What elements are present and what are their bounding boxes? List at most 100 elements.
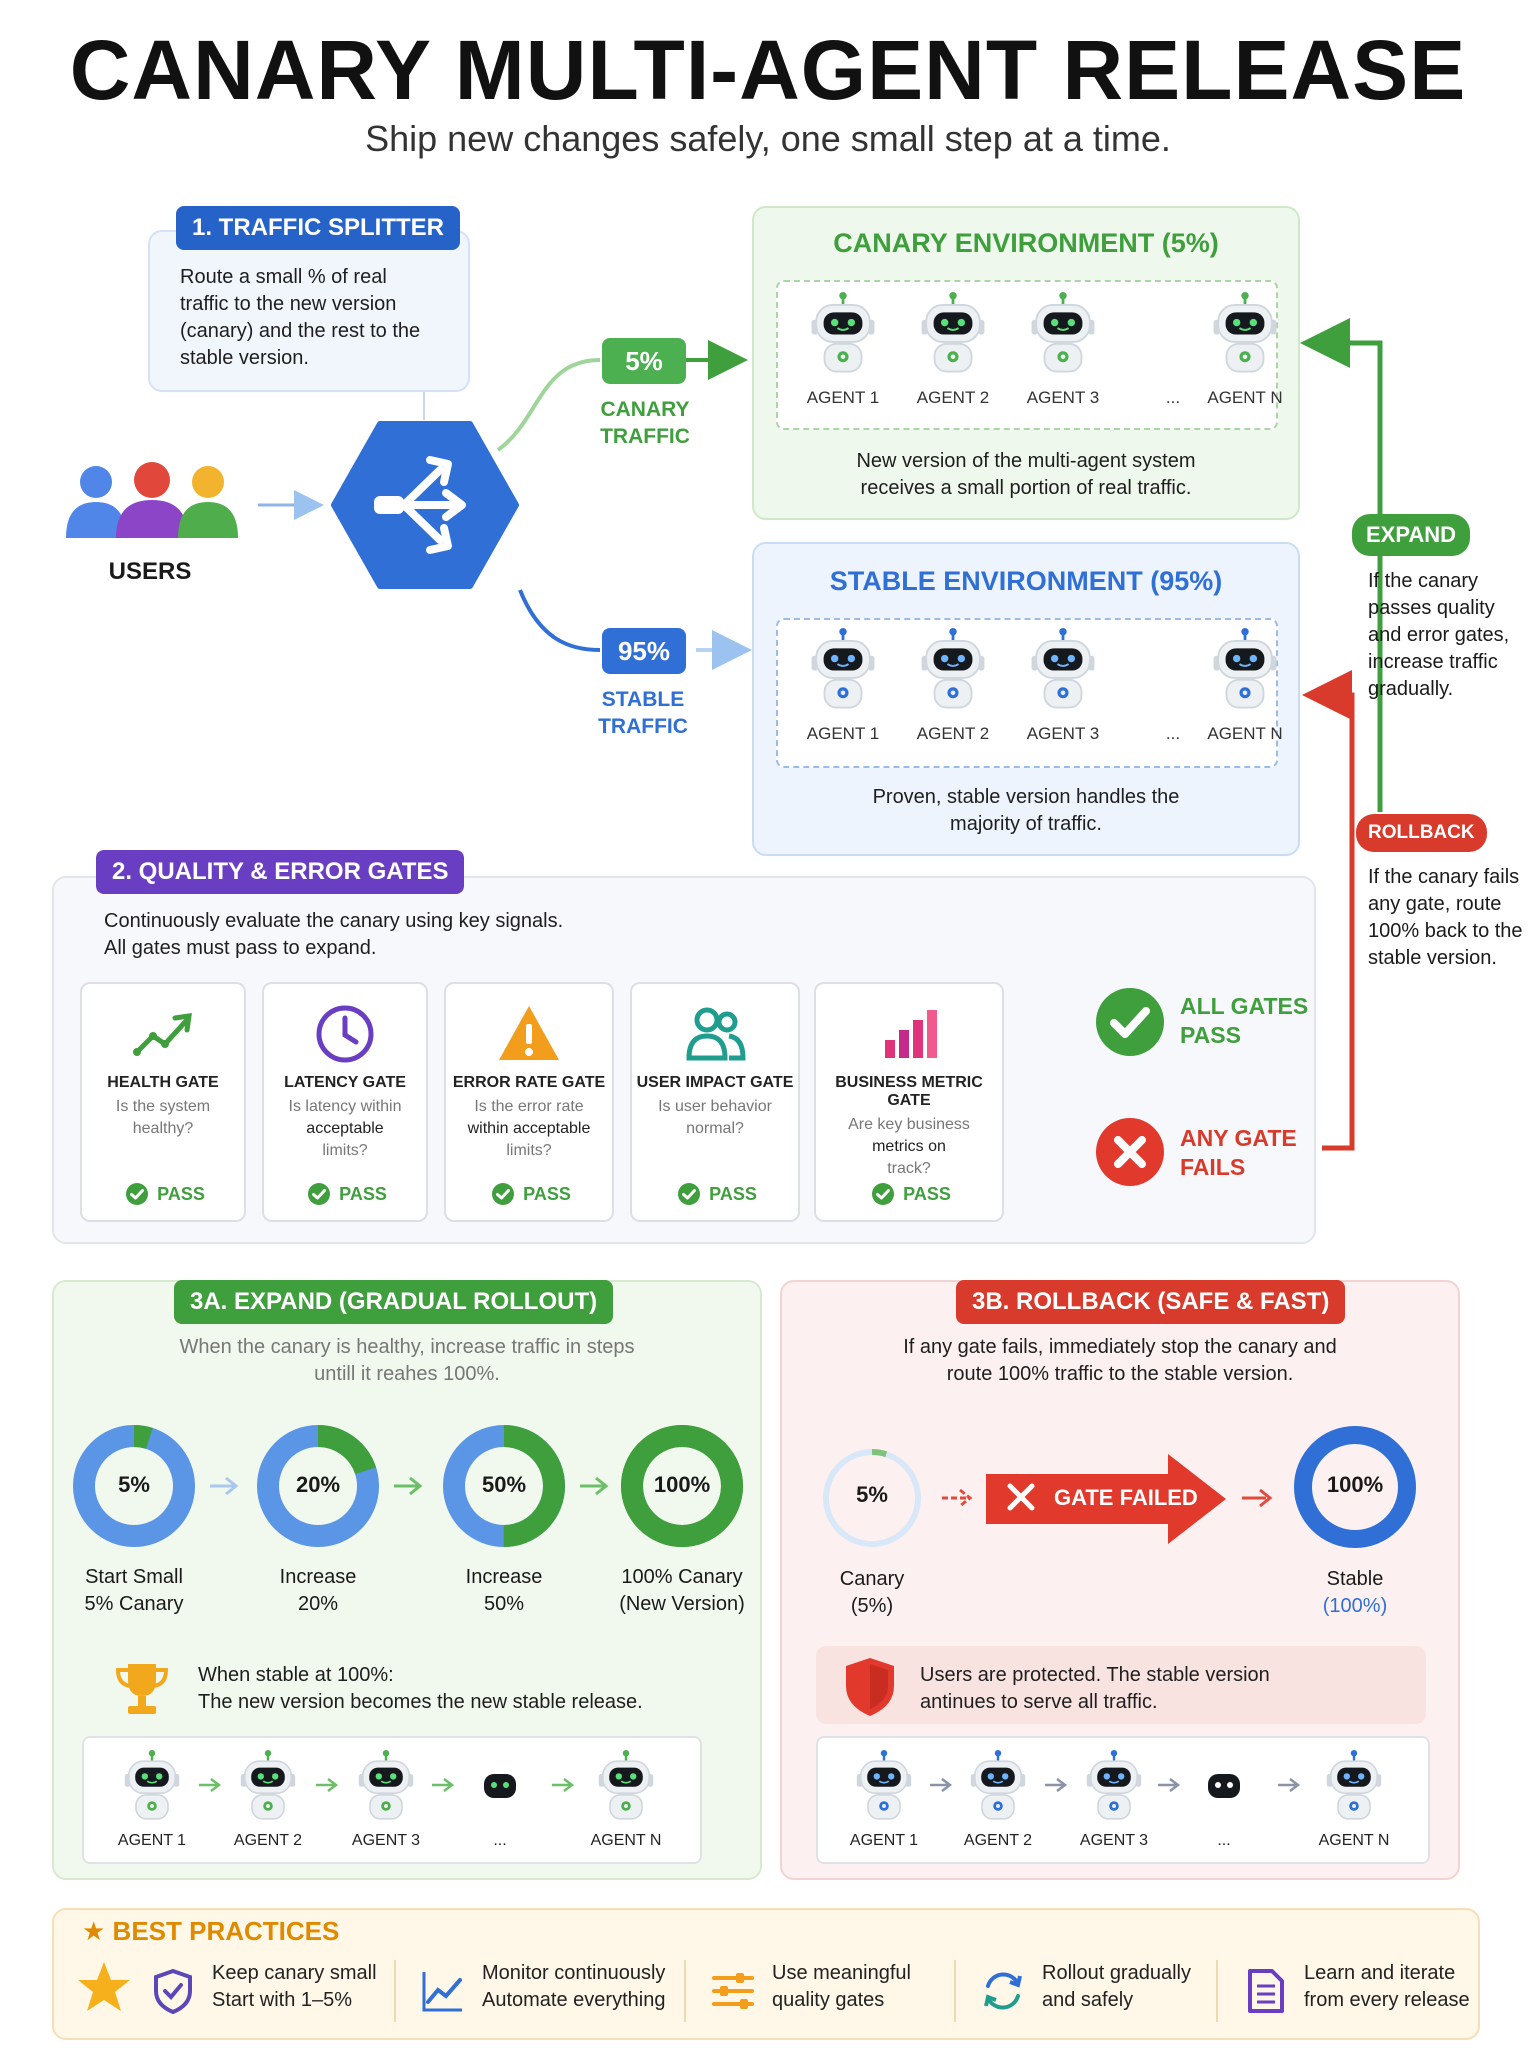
users-icon xyxy=(66,462,238,538)
stable-agent-3-icon xyxy=(1026,628,1100,711)
rollback-tag: ROLLBACK xyxy=(1356,814,1487,852)
gate-status-label: PASS xyxy=(523,1184,571,1204)
rollback-chain-agent-label: ... xyxy=(1217,1832,1231,1849)
all-gates-pass-line1: ALL GATES xyxy=(1180,993,1309,1019)
pass-check-icon xyxy=(491,1182,515,1206)
canary-agent-label: AGENT 2 xyxy=(916,388,990,407)
rollback-to-line2: (100%) xyxy=(1322,1595,1388,1617)
canary-agent-label: AGENT 3 xyxy=(1026,388,1100,407)
stable-percent-badge: 95% xyxy=(602,628,686,674)
rollback-chain-agent-label: AGENT 3 xyxy=(1079,1832,1149,1849)
expand-chain-agent-5-icon xyxy=(594,1750,658,1822)
canary-agent-5-icon xyxy=(1208,292,1282,375)
stable-agent-label: AGENT 1 xyxy=(806,724,880,743)
rollback-chain-agent-1-icon xyxy=(852,1750,916,1822)
expand-description-line1: When the canary is healthy, increase tra… xyxy=(179,1336,635,1358)
canary-environment-description-line1: New version of the multi-agent system xyxy=(856,450,1196,472)
gate-name: BUSINESS METRIC GATE xyxy=(835,1074,983,1109)
trend-up-icon xyxy=(133,1013,192,1056)
gate-question-line1: Is latency within xyxy=(288,1098,402,1115)
stable-environment-title: STABLE ENVIRONMENT (95%) xyxy=(829,566,1223,596)
gates-description: Continuously evaluate the canary using k… xyxy=(104,908,563,962)
best-practice-divider xyxy=(684,1960,686,2022)
expand-chain-ellipsis-robot-icon xyxy=(484,1774,516,1798)
bar-chart-icon xyxy=(885,1010,937,1058)
expand-chain-agent-2-icon xyxy=(236,1750,300,1822)
ring-progress-arc xyxy=(621,1425,743,1547)
expand-note-line2: The new version becomes the new stable r… xyxy=(198,1691,643,1713)
canary-traffic-label: CANARY TRAFFIC xyxy=(580,396,710,450)
canary-agent-2-icon xyxy=(916,292,990,375)
rollback-description-line1: If any gate fails, immediately stop the … xyxy=(903,1336,1337,1358)
clock-icon xyxy=(316,1005,374,1063)
rollout-step-label-line1: 100% Canary xyxy=(621,1566,743,1588)
best-practices-panel xyxy=(52,1908,1480,2040)
expand-rollout-tag: 3A. EXPAND (GRADUAL ROLLOUT) xyxy=(174,1280,614,1324)
users-icon xyxy=(686,1007,746,1061)
rollout-step-ring-1 xyxy=(73,1425,195,1547)
rollback-description-line2: route 100% traffic to the stable version… xyxy=(946,1363,1294,1385)
gate-question-line3: limits? xyxy=(322,1142,368,1159)
any-fail-x-icon xyxy=(1096,1118,1164,1186)
stable-agent-label: AGENT 3 xyxy=(1026,724,1100,743)
expand-chain-agent-label: AGENT 3 xyxy=(351,1832,421,1849)
gate-question-line1: Is the error rate xyxy=(474,1098,584,1115)
rollback-description: If any gate fails, immediately stop the … xyxy=(782,1334,1458,1388)
rollback-note: Users are protected. The stable version … xyxy=(920,1662,1270,1716)
expand-chain-arrow-icon xyxy=(316,1778,339,1792)
line-chart-icon xyxy=(422,1972,462,2012)
expand-description: If the canary passes quality and error g… xyxy=(1368,570,1510,700)
gate-status-label: PASS xyxy=(157,1184,205,1204)
rollout-step-label-line2: 5% Canary xyxy=(84,1593,184,1615)
gate-status-label: PASS xyxy=(339,1184,387,1204)
stable-agent-5-icon xyxy=(1208,628,1282,711)
rollout-step-percent: 100% xyxy=(653,1472,711,1497)
gates-tag: 2. QUALITY & ERROR GATES xyxy=(96,850,465,894)
gate-question-line3: track? xyxy=(887,1160,931,1177)
best-practice-divider xyxy=(954,1960,956,2022)
gate-status: PASS xyxy=(264,1182,430,1206)
rollback-chain-arrow-icon xyxy=(1278,1778,1301,1792)
users-label: USERS xyxy=(108,558,192,585)
expand-chain-agent-label: AGENT 1 xyxy=(117,1832,187,1849)
gate-question-line1: Is the system xyxy=(115,1098,211,1115)
rollback-safe-tag: 3B. ROLLBACK (SAFE & FAST) xyxy=(956,1280,1346,1324)
rollback-chain-ellipsis-robot-icon xyxy=(1208,1774,1240,1798)
splitter-description: Route a small % of real traffic to the n… xyxy=(180,266,421,369)
best-practice-line1: Monitor continuously xyxy=(482,1962,666,1984)
rollout-step-arrow-icon xyxy=(210,1476,239,1496)
rollout-step-percent: 50% xyxy=(481,1472,527,1497)
canary-environment-description: New version of the multi-agent system re… xyxy=(754,448,1298,502)
stable-agent-label: AGENT N xyxy=(1207,724,1283,743)
canary-agent-1-icon xyxy=(806,292,880,375)
rollback-chain-agent-label: AGENT 1 xyxy=(849,1832,919,1849)
best-practice-line1: Learn and iterate xyxy=(1304,1962,1456,1984)
star-icon: ★ xyxy=(82,1916,106,1946)
gates-description-line2: All gates must pass to expand. xyxy=(104,937,377,959)
best-practice-line1: Keep canary small xyxy=(212,1962,377,1984)
stable-traffic-label: STABLE TRAFFIC xyxy=(578,686,708,740)
stable-traffic-label-line1: STABLE xyxy=(601,688,685,711)
best-practice-line2: and safely xyxy=(1042,1989,1134,2011)
expand-chain-arrow-icon xyxy=(199,1778,222,1792)
best-practice-line2: Start with 1–5% xyxy=(212,1989,353,2011)
gate-question-line3: limits? xyxy=(506,1142,552,1159)
router-icon xyxy=(331,421,519,589)
rollback-to-line1: Stable xyxy=(1326,1568,1384,1590)
all-pass-check-icon xyxy=(1096,988,1164,1056)
expand-chain-arrow-icon xyxy=(432,1778,455,1792)
stable-agent-1-icon xyxy=(806,628,880,711)
canary-agent-label: AGENT 1 xyxy=(806,388,880,407)
